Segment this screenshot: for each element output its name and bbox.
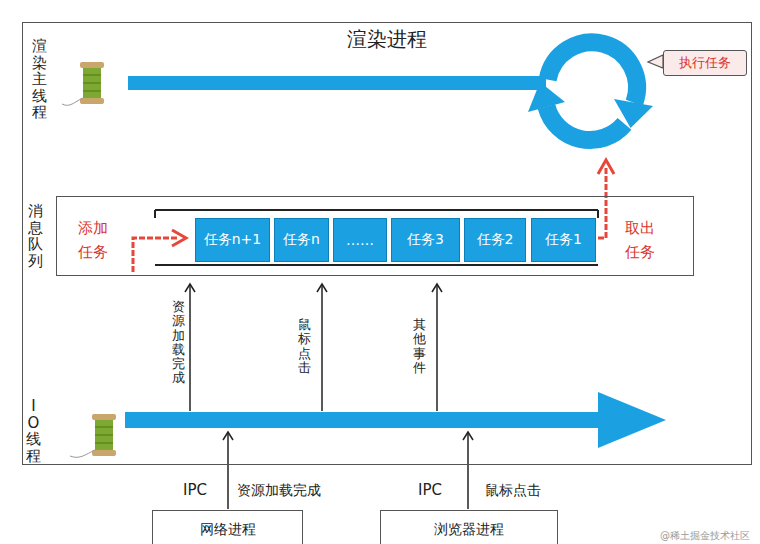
task-box: 任务3 — [391, 218, 460, 262]
box-label: …… — [346, 232, 374, 248]
spool-end — [92, 450, 116, 456]
spool-thread — [83, 68, 101, 98]
process-title: 渲染进程 — [23, 26, 751, 53]
loop-arc — [547, 107, 625, 140]
add-arrow — [133, 238, 178, 272]
thread-stroke — [95, 434, 113, 436]
queue-rail — [597, 210, 599, 218]
spool-end — [80, 98, 104, 104]
loose-thread — [70, 450, 95, 457]
arrowhead — [185, 284, 195, 292]
spool-end — [80, 62, 104, 68]
take-arrowhead — [598, 160, 614, 174]
arrowhead — [463, 432, 473, 440]
task-box: 任务2 — [464, 218, 526, 262]
task-box: …… — [333, 218, 387, 262]
process-box: 浏览器进程 — [380, 510, 558, 544]
box-label: 任务n+1 — [204, 231, 262, 249]
arrowhead — [317, 284, 327, 292]
thread-stroke — [83, 90, 101, 92]
thread-spool — [70, 414, 116, 457]
watermark: @稀土掘金技术社区 — [660, 530, 750, 542]
event-label: 鼠标点击 — [298, 318, 311, 375]
queue-label: 消息队列 — [28, 203, 43, 269]
thread-arrowhead — [598, 392, 666, 448]
box-label: 任务1 — [545, 231, 582, 249]
event-arrow — [189, 284, 191, 411]
ipc-message: 鼠标点击 — [485, 482, 541, 499]
spool-end — [92, 414, 116, 420]
event-label: 其他事件 — [413, 318, 426, 375]
box-label: 执行任务 — [679, 54, 731, 72]
loop-arc — [548, 42, 637, 102]
loose-thread — [62, 98, 83, 105]
action-label: 取出任务 — [625, 216, 659, 264]
task-box: 任务1 — [531, 218, 596, 262]
queue-box: 消息队列任务n+1任务n……任务3任务2任务1 — [56, 196, 694, 276]
event-label: 资源加载完成 — [172, 300, 185, 386]
box-label: 浏览器进程 — [434, 521, 504, 539]
queue-rail — [155, 209, 598, 211]
thread-bar — [128, 76, 546, 90]
arrowhead — [432, 284, 442, 292]
thread-stroke — [83, 82, 101, 84]
ipc-message: 资源加载完成 — [237, 482, 321, 499]
ipc-label: IPC — [183, 481, 207, 499]
thread-spool — [62, 62, 104, 105]
thread-stroke — [83, 74, 101, 76]
box-label: 网络进程 — [200, 521, 256, 539]
callout-pointer — [648, 55, 663, 68]
action-label: 添加任务 — [78, 216, 112, 264]
take-arrow — [598, 168, 606, 238]
task-box: 任务n+1 — [195, 218, 270, 262]
thread-stroke — [95, 442, 113, 444]
box-label: 任务3 — [407, 231, 444, 249]
task-box: 任务n — [274, 218, 329, 262]
box-label: 任务2 — [477, 231, 514, 249]
queue-rail — [155, 264, 598, 266]
thread-label: 渲染主线程 — [32, 38, 47, 121]
event-arrow — [321, 284, 323, 411]
ipc-arrow — [227, 432, 229, 509]
event-arrow — [436, 284, 438, 411]
loop-arrowhead — [528, 82, 565, 112]
ipc-arrow — [467, 432, 469, 509]
process-box: 网络进程 — [152, 510, 303, 544]
event-arrows — [185, 284, 473, 509]
spool-thread — [95, 420, 113, 450]
thread-label: IO线程 — [26, 398, 41, 464]
thread-bar — [125, 412, 603, 428]
queue-rail — [154, 210, 156, 218]
thread-stroke — [95, 426, 113, 428]
add-arrowhead — [172, 230, 186, 246]
callout-box: 执行任务 — [663, 50, 747, 76]
arrowhead — [223, 432, 233, 440]
box-label: 任务n — [283, 231, 320, 249]
ipc-label: IPC — [418, 481, 442, 499]
